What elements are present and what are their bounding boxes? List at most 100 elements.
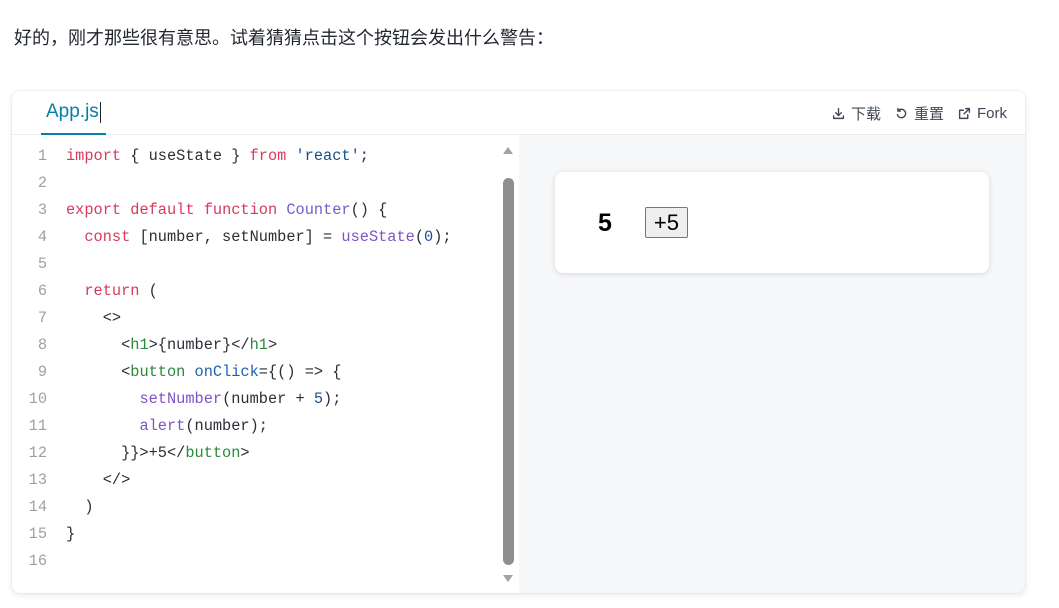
code-token: </> xyxy=(66,470,131,489)
line-number: 11 xyxy=(28,416,47,435)
code-text: const [number, setNumber] = useState(0); xyxy=(66,227,451,246)
code-token: [number, setNumber] = xyxy=(130,227,342,246)
code-token: import xyxy=(66,146,122,165)
code-text: export default function Counter() { xyxy=(66,201,387,219)
code-text: setNumber(number + 5); xyxy=(66,390,341,408)
code-text: return ( xyxy=(66,281,157,300)
tab-app-js[interactable]: App.js xyxy=(41,91,106,135)
code-token: > xyxy=(240,443,250,462)
reset-button[interactable]: 重置 xyxy=(895,103,944,124)
line-number: 14 xyxy=(28,497,47,516)
line-number: 15 xyxy=(28,524,47,543)
code-token: return xyxy=(84,281,140,300)
sandbox-actions: 下载 重置 Fork xyxy=(832,91,1007,135)
preview-frame: 5 +5 xyxy=(555,172,989,273)
code-token xyxy=(185,363,194,381)
code-token: ( xyxy=(414,227,425,246)
line-number: 5 xyxy=(37,254,47,273)
add-five-button[interactable]: +5 xyxy=(644,207,688,238)
code-token xyxy=(286,147,295,165)
line-number: 13 xyxy=(28,470,47,489)
code-text: alert(number); xyxy=(66,417,268,435)
code-text: }}>+5</button> xyxy=(66,444,250,462)
code-token: > xyxy=(267,335,278,354)
code-token: >{number}</ xyxy=(148,335,250,354)
code-token: onClick xyxy=(194,362,259,381)
code-token: () { xyxy=(350,200,388,219)
line-number: 4 xyxy=(37,227,47,246)
text-cursor xyxy=(99,101,101,123)
code-token: 5 xyxy=(313,389,324,408)
code-token: < xyxy=(66,362,131,381)
code-line[interactable]: 6 return ( xyxy=(12,277,497,304)
editor-scrollbar[interactable] xyxy=(501,135,515,593)
code-line[interactable]: 5 xyxy=(12,250,497,277)
scroll-down-arrow-icon[interactable] xyxy=(503,575,513,582)
code-text: </> xyxy=(66,470,131,489)
code-token xyxy=(277,201,286,219)
code-line[interactable]: 11 alert(number); xyxy=(12,412,497,439)
code-token: }}>+5</ xyxy=(66,443,186,462)
sandbox-body: 1 import { useState } from 'react'; 2 3 expo… xyxy=(12,135,1025,593)
sandbox-header: App.js 下载 重置 xyxy=(12,91,1025,135)
code-token: h1 xyxy=(130,335,149,354)
code-line[interactable]: 10 setNumber(number + 5); xyxy=(12,385,497,412)
code-line[interactable]: 16 xyxy=(12,547,497,574)
code-token: export xyxy=(66,200,122,219)
download-icon xyxy=(832,107,845,120)
code-token xyxy=(121,201,130,219)
code-line[interactable]: 14 ) xyxy=(12,493,497,520)
line-number: 6 xyxy=(37,281,47,300)
code-line[interactable]: 8 <h1>{number}</h1> xyxy=(12,331,497,358)
line-number: 9 xyxy=(37,362,47,381)
code-token: < xyxy=(66,335,131,354)
code-lines: 1 import { useState } from 'react'; 2 3 expo… xyxy=(12,142,497,574)
line-number: 8 xyxy=(37,335,47,354)
code-token: ); xyxy=(323,389,342,408)
external-link-icon xyxy=(958,107,971,120)
line-number: 2 xyxy=(37,173,47,192)
code-line[interactable]: 3 export default function Counter() { xyxy=(12,196,497,223)
code-text: <> xyxy=(66,309,121,327)
code-token xyxy=(66,282,84,300)
code-line[interactable]: 1 import { useState } from 'react'; xyxy=(12,142,497,169)
line-number: 10 xyxy=(28,389,47,408)
code-token: ) xyxy=(66,497,94,516)
code-token xyxy=(195,201,204,219)
code-token: ={() => { xyxy=(258,362,342,381)
code-token xyxy=(66,417,139,435)
code-token: } xyxy=(66,524,76,543)
fork-button[interactable]: Fork xyxy=(958,105,1007,122)
code-token: alert xyxy=(139,416,186,435)
code-line[interactable]: 15} xyxy=(12,520,497,547)
code-text: } xyxy=(66,525,75,543)
code-line[interactable]: 4 const [number, setNumber] = useState(0… xyxy=(12,223,497,250)
line-number: 3 xyxy=(37,200,47,219)
code-token: 'react' xyxy=(295,146,360,165)
code-token: from xyxy=(249,146,287,165)
intro-text: 好的，刚才那些很有意思。试着猜猜点击这个按钮会发出什么警告： xyxy=(14,28,554,48)
download-button[interactable]: 下载 xyxy=(832,103,881,124)
code-line[interactable]: 12 }}>+5</button> xyxy=(12,439,497,466)
code-editor[interactable]: 1 import { useState } from 'react'; 2 3 expo… xyxy=(12,135,519,593)
download-label: 下载 xyxy=(850,105,881,123)
code-token: default xyxy=(130,200,195,219)
line-number: 1 xyxy=(37,146,47,165)
code-token: Counter xyxy=(286,200,351,219)
code-token: (number + xyxy=(222,389,314,408)
code-token: button xyxy=(130,362,186,381)
code-line[interactable]: 13 </> xyxy=(12,466,497,493)
code-token: 0 xyxy=(424,227,434,246)
code-token: h1 xyxy=(249,335,268,354)
fork-label: Fork xyxy=(977,104,1007,122)
code-text: import { useState } from 'react'; xyxy=(66,147,369,165)
code-token: button xyxy=(185,443,241,462)
scroll-up-arrow-icon[interactable] xyxy=(503,147,513,154)
code-line[interactable]: 9 <button onClick={() => { xyxy=(12,358,497,385)
line-number: 16 xyxy=(28,551,47,570)
code-line[interactable]: 2 xyxy=(12,169,497,196)
code-line[interactable]: 7 <> xyxy=(12,304,497,331)
code-token: const xyxy=(84,227,131,246)
code-token xyxy=(66,228,84,246)
scrollbar-thumb[interactable] xyxy=(503,178,514,565)
